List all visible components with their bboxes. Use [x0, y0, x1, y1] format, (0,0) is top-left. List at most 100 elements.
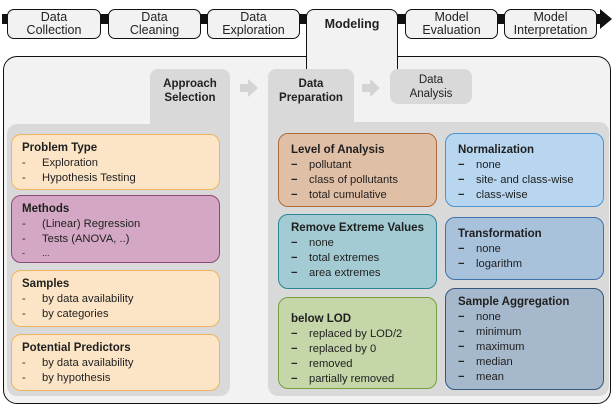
- list-item: −maximum: [458, 340, 593, 355]
- arrow-right-icon: [362, 79, 380, 97]
- pipeline-arrow-icon: [600, 9, 612, 29]
- card-sample-aggregation: Sample Aggregation −none −minimum −maxim…: [445, 288, 604, 390]
- item-text: none: [476, 159, 501, 171]
- list-item: -Tests (ANOVA, ..): [22, 232, 209, 247]
- card-problem-type: Problem Type - Exploration -Hypothesis Te…: [11, 134, 220, 190]
- list-item: −class of pollutants: [291, 173, 426, 188]
- list-item: - (Linear) Regression: [22, 217, 209, 232]
- phase-label: Preparation: [279, 92, 343, 104]
- item-text: none: [476, 243, 501, 255]
- card-remove-extreme-values: Remove Extreme Values −none −total extre…: [278, 214, 437, 289]
- item-text: none: [476, 311, 501, 323]
- bullet: -: [22, 218, 26, 230]
- card-title: Problem Type: [22, 142, 98, 154]
- phase-approach-selection[interactable]: Approach Selection: [150, 69, 230, 129]
- stage-label: Model: [434, 10, 469, 24]
- list-item: −area extremes: [291, 266, 426, 281]
- bullet: −: [291, 373, 298, 385]
- bullet: -: [22, 357, 26, 369]
- card-title: Remove Extreme Values: [291, 222, 424, 234]
- bullet: -: [22, 293, 26, 305]
- card-title: Potential Predictors: [22, 342, 131, 354]
- item-text: median: [476, 356, 513, 368]
- list-item: −total cumulative: [291, 188, 426, 203]
- phase-data-analysis[interactable]: Data Analysis: [390, 69, 472, 104]
- card-samples: Samples -by data availability -by catego…: [11, 270, 220, 327]
- list-item: −removed: [291, 357, 426, 372]
- bullet: −: [458, 243, 465, 255]
- card-transformation: Transformation −none −logarithm: [445, 217, 604, 280]
- card-potential-predictors: Potential Predictors -by data availabili…: [11, 334, 220, 391]
- phase-label: Data: [418, 74, 444, 86]
- bullet: -: [22, 157, 26, 169]
- bullet: −: [458, 174, 465, 186]
- card-title: Transformation: [458, 228, 542, 240]
- item-text: Hypothesis Testing: [42, 172, 136, 184]
- bullet: −: [458, 356, 465, 368]
- item-text: ...: [42, 248, 50, 258]
- phase-label: Approach: [163, 78, 217, 90]
- list-item: - Exploration: [22, 156, 209, 171]
- bullet: −: [458, 258, 465, 270]
- card-level-of-analysis: Level of Analysis −pollutant −class of p…: [278, 133, 437, 207]
- item-text: (Linear) Regression: [42, 218, 141, 230]
- bullet: −: [291, 159, 298, 171]
- item-text: class of pollutants: [309, 174, 398, 186]
- card-below-lod: below LOD −replaced by LOD/2 −replaced b…: [278, 297, 437, 389]
- stage-label: Collection: [26, 23, 82, 37]
- card-title: below LOD: [291, 313, 352, 325]
- item-text: none: [309, 237, 334, 249]
- item-text: replaced by 0: [309, 343, 377, 355]
- list-item: -Hypothesis Testing: [22, 171, 209, 186]
- bullet: -: [22, 372, 26, 384]
- item-text: mean: [476, 371, 504, 383]
- list-item: −median: [458, 355, 593, 370]
- item-text: removed: [309, 358, 353, 370]
- item-text: Tests (ANOVA, ..): [42, 233, 130, 245]
- stage-label: Data: [240, 10, 267, 24]
- list-item: −partially removed: [291, 372, 426, 387]
- list-item: −mean: [458, 370, 593, 385]
- bullet: -: [22, 308, 26, 320]
- card-title: Sample Aggregation: [458, 296, 570, 308]
- bullet: −: [458, 189, 465, 201]
- item-text: partially removed: [309, 373, 395, 385]
- item-text: minimum: [476, 326, 522, 338]
- stage-label: Cleaning: [129, 23, 180, 37]
- item-text: total cumulative: [309, 189, 387, 201]
- stage-label: Interpretation: [513, 23, 588, 37]
- bullet: −: [458, 326, 465, 338]
- item-text: total extremes: [309, 252, 380, 264]
- bullet: −: [291, 189, 298, 201]
- arrow-right-icon: [240, 79, 258, 97]
- stage-label: Data: [141, 10, 168, 24]
- card-methods: Methods -(Linear) Regression -Tests (ANO…: [11, 195, 220, 263]
- stage-label: Evaluation: [422, 23, 481, 37]
- phase-data-preparation[interactable]: Data Preparation: [268, 69, 354, 129]
- panel-tab-joint: [308, 50, 395, 62]
- list-item: −replaced by LOD/2: [291, 327, 426, 342]
- bullet: −: [291, 358, 298, 370]
- bullet: −: [458, 341, 465, 353]
- bullet: −: [458, 311, 465, 323]
- list-item: −none: [458, 242, 593, 257]
- bullet: −: [291, 267, 298, 279]
- stage-label: Exploration: [222, 23, 285, 37]
- item-text: class-wise: [476, 189, 528, 201]
- list-item: −minimum: [458, 325, 593, 340]
- item-text: Exploration: [42, 157, 98, 169]
- list-item: -by data availability: [22, 292, 209, 307]
- list-item: −replaced by 0: [291, 342, 426, 357]
- list-item: -by hypothesis: [22, 371, 209, 386]
- card-title: Samples: [22, 278, 70, 290]
- list-item: -...: [22, 247, 209, 260]
- stage-label: Modeling: [324, 17, 380, 31]
- bullet: −: [458, 371, 465, 383]
- bullet: −: [291, 237, 298, 249]
- bullet: −: [291, 328, 298, 340]
